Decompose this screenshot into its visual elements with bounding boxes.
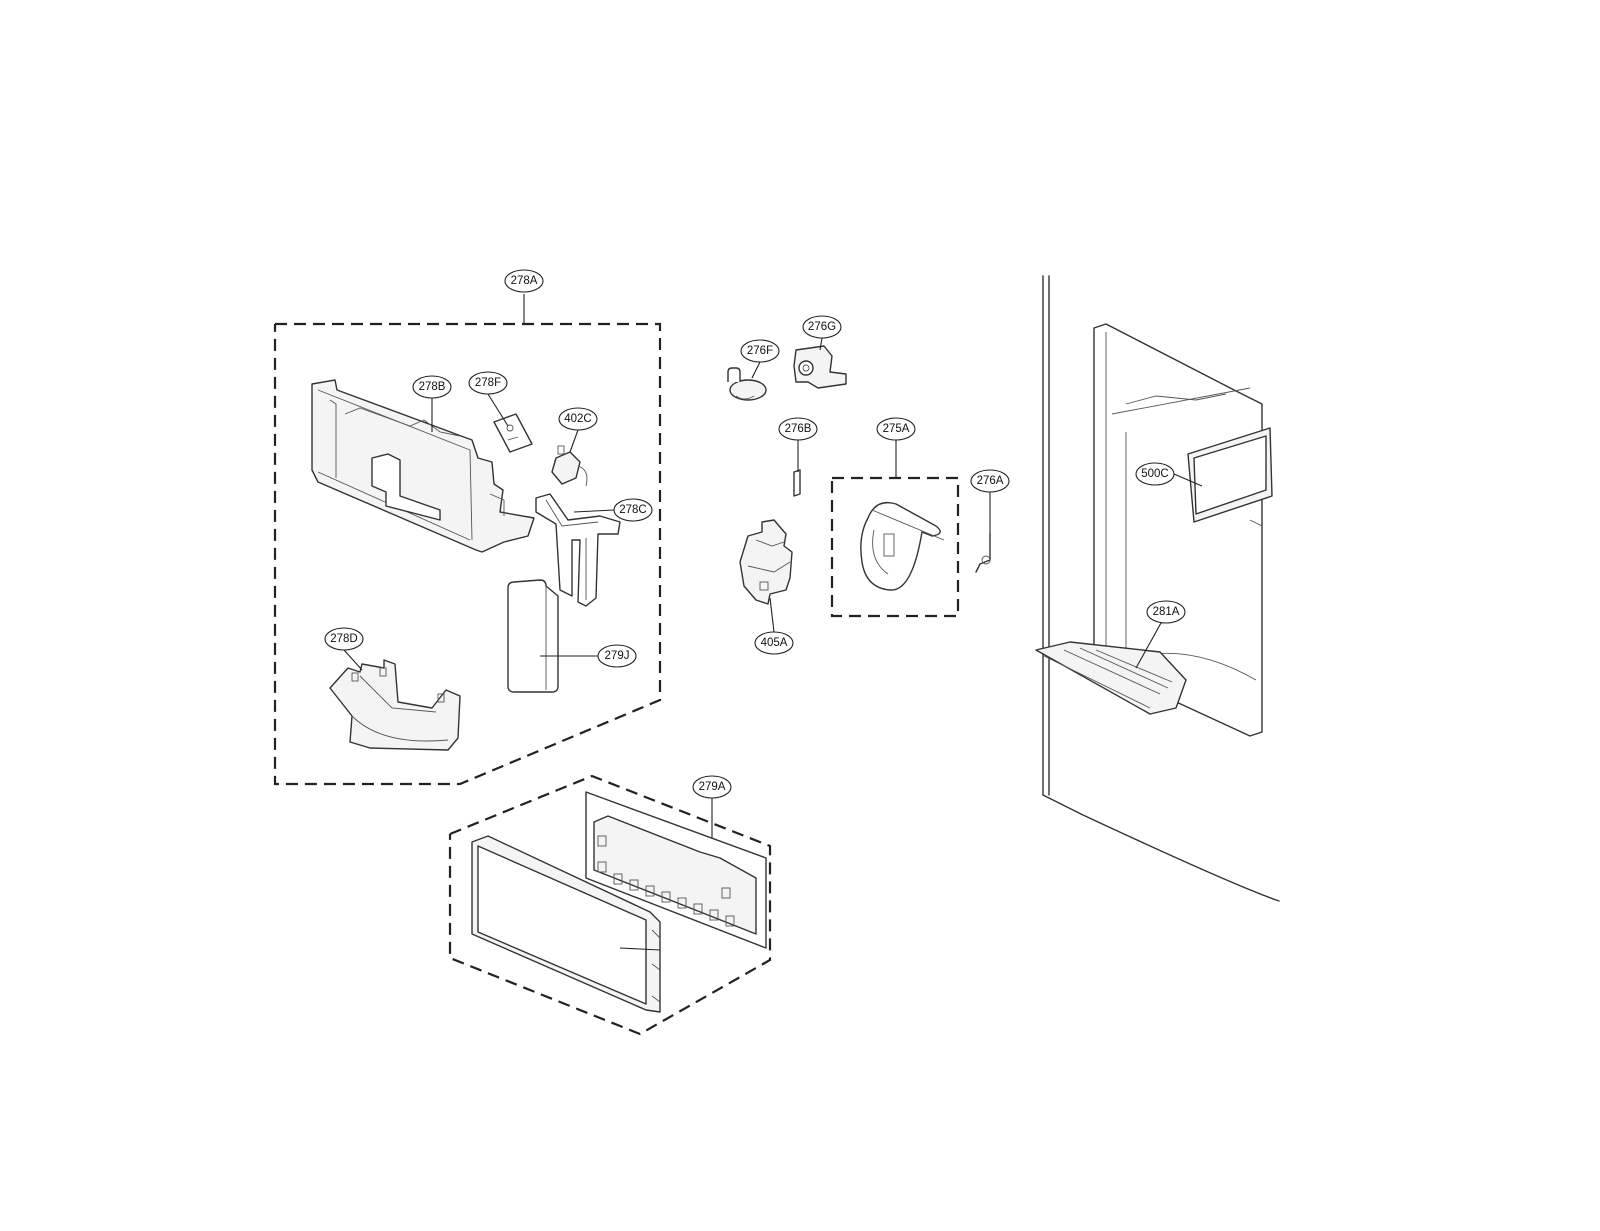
part-281A-drip-tray (1035, 641, 1187, 715)
part-402C-switch (551, 445, 588, 487)
callout-281A: 281A (1146, 600, 1186, 624)
callout-275A-text: 275A (883, 423, 910, 435)
callout-278F: 278F (468, 371, 508, 395)
callout-279A-text: 279A (699, 781, 726, 793)
part-276G-bracket (793, 345, 847, 389)
callout-405A-text: 405A (761, 637, 788, 649)
callout-278A: 278A (504, 269, 544, 293)
callout-279J-text: 279J (605, 650, 630, 662)
callout-278A-text: 278A (511, 275, 538, 287)
callout-278C-text: 278C (619, 504, 647, 516)
callout-278F-text: 278F (475, 377, 501, 389)
callout-278B-text: 278B (419, 381, 446, 393)
callout-279A: 279A (692, 775, 732, 799)
callout-276F-text: 276F (747, 345, 773, 357)
part-279J-paddle (507, 579, 559, 693)
callout-278D-text: 278D (330, 633, 358, 645)
part-pcb-board (585, 791, 767, 949)
callout-276F: 276F (740, 339, 780, 363)
part-278C-lever (535, 493, 621, 607)
cabinet-door (1042, 275, 1280, 902)
callout-279J: 279J (597, 644, 637, 668)
callout-405A: 405A (754, 631, 794, 655)
callout-278B: 278B (412, 375, 452, 399)
part-405A-motor (739, 519, 793, 605)
part-500C-panel (1187, 427, 1273, 523)
part-278D-chute (329, 659, 461, 751)
part-276A-spring (975, 533, 991, 573)
part-display-cover (471, 835, 661, 1013)
part-275A-flap (860, 501, 945, 591)
callout-281A-text: 281A (1153, 606, 1180, 618)
part-278F-plate (493, 413, 533, 453)
assembly-box-278A (273, 322, 662, 786)
callout-276G: 276G (802, 315, 842, 339)
callout-278C: 278C (613, 498, 653, 522)
part-276F-cam (727, 367, 767, 401)
callout-276B: 276B (778, 417, 818, 441)
callout-276G-text: 276G (808, 321, 836, 333)
callout-276A: 276A (970, 469, 1010, 493)
callout-402C-text: 402C (564, 413, 592, 425)
callout-402C: 402C (558, 407, 598, 431)
assembly-box-279A (448, 774, 772, 1036)
callout-276A-text: 276A (977, 475, 1004, 487)
assembly-box-275A (830, 476, 960, 618)
callout-500C: 500C (1135, 462, 1175, 486)
part-276B-pin (793, 469, 801, 497)
part-278B-housing (311, 379, 535, 553)
callout-278D: 278D (324, 627, 364, 651)
callout-500C-text: 500C (1141, 468, 1169, 480)
callout-276B-text: 276B (785, 423, 812, 435)
callout-275A: 275A (876, 417, 916, 441)
